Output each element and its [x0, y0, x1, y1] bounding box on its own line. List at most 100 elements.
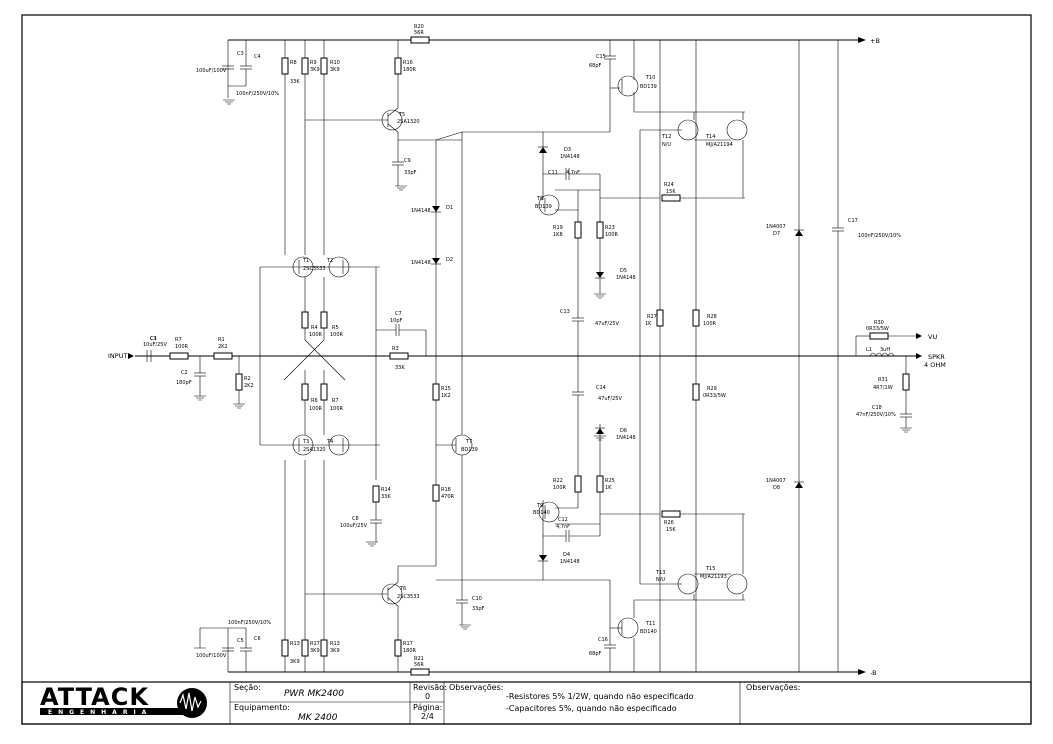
r5-value: 100R [330, 332, 344, 338]
input-section: INPUT C3 C1 10uF/25V R7 100R R1 2K2 C2 1… [108, 336, 254, 404]
r7-name: R7 [332, 398, 339, 404]
r9-value: 3K9 [310, 67, 320, 73]
r20-value: 56R [414, 30, 424, 36]
c2-value: 180pF [176, 380, 192, 386]
c2-name: C2 [181, 370, 188, 376]
output-stage: C15 68pF T10 BD139 T12 N/U T14 MJ/A21194… [589, 40, 748, 672]
r28-name: R27 [647, 314, 657, 320]
t15-name: T15 [705, 566, 715, 572]
pagina-label: Página: [413, 703, 442, 712]
r23-name: R22 [553, 478, 563, 484]
r14-name: R3 [392, 346, 399, 352]
t6-current-source: T6 2SC3533 R17 180R [305, 565, 436, 672]
r4-value: 100R [309, 332, 323, 338]
r17-value: 180R [403, 648, 417, 654]
c10-name: C10 [472, 596, 482, 602]
obs2-label: Observações: [746, 683, 800, 692]
ground-symbols [194, 99, 912, 649]
t11-name: T11 [645, 621, 655, 627]
r29-value: 100R [703, 321, 717, 327]
r15-value: 33K [381, 494, 391, 500]
r28-value: 1K [645, 321, 652, 327]
logo-sub: ENGENHARIA [48, 709, 152, 716]
t8-name: T8 [536, 196, 543, 202]
r3-value: 2K2 [244, 383, 254, 389]
r6-name: R6 [311, 398, 318, 404]
r19-name: R18 [441, 487, 451, 493]
equipamento-value: MK 2400 [298, 713, 338, 723]
r24-value: 100R [605, 232, 619, 238]
vas-stage: 1N4148 D1 1N4148 D2 R15 1K2 R18 470R T7 … [411, 131, 610, 625]
r4-name: R4 [311, 325, 318, 331]
r6-value: 100R [309, 406, 323, 412]
r25-name: R24 [664, 182, 674, 188]
r32-value: 4R7/1W [873, 385, 893, 391]
c17-name: C17 [848, 218, 858, 224]
r2-resistor [213, 352, 233, 360]
r16-value: 180R [403, 67, 417, 73]
r23-value: 100R [553, 485, 567, 491]
r14-value: 33K [395, 365, 405, 371]
d4-part: 1N4148 [560, 559, 580, 565]
revisao-label: Revisão: [413, 683, 447, 692]
r26-value: 1K [605, 485, 612, 491]
t8-part: BD139 [535, 204, 552, 210]
r11-value: 3K9 [290, 659, 300, 665]
r9-name: R9 [310, 60, 317, 66]
t9-name: T9 [536, 503, 543, 509]
t2-name: T2 [326, 258, 333, 264]
c18-name: C18 [872, 405, 882, 411]
secao-value: PWR MK2400 [284, 689, 344, 699]
c1-name: C1 [150, 336, 157, 342]
t1-part: 2SC3533 [303, 266, 326, 272]
r17-name: R17 [403, 641, 413, 647]
r3-resistor [235, 373, 243, 391]
equipamento-label: Equipamento: [234, 703, 290, 712]
d6-name: D6 [620, 428, 627, 434]
r19-value: 470R [441, 494, 455, 500]
r18-name: R15 [441, 386, 451, 392]
r18-value: 1K2 [441, 393, 451, 399]
r11-name: R13 [290, 641, 300, 647]
r27-value: 15K [666, 527, 676, 533]
r10-name: R10 [330, 60, 340, 66]
t13-part: N/U [656, 577, 665, 583]
c1-label: C3 [150, 336, 157, 342]
t7-part: BD139 [461, 447, 478, 453]
t6-part: 2SC3533 [397, 594, 420, 600]
d5-part: 1N4148 [616, 275, 636, 281]
c11-value: 4,7nF [566, 170, 580, 176]
obs-line-1: -Resistores 5% 1/2W, quando não especifi… [506, 692, 694, 701]
t10-name: T10 [645, 75, 655, 81]
c16-value: 68pF [589, 651, 602, 657]
r27-name: R26 [664, 520, 674, 526]
drawing-frame [21, 14, 1032, 725]
r12-name: R17 [310, 641, 320, 647]
r12-value: 3K9 [310, 648, 320, 654]
pagina-value: 2/4 [421, 712, 434, 721]
c3-name: C3 [237, 51, 244, 57]
c6-value: 100nF/250V/10% [228, 620, 271, 626]
c12-name: C12 [558, 517, 568, 523]
revisao-value: 0 [425, 692, 430, 701]
spkr-label: SPKR [928, 353, 945, 361]
company-logo: ATTACK ENGENHARIA [40, 683, 207, 718]
c15-value: 68pF [589, 63, 602, 69]
c17-value: 100nF/250V/10% [858, 233, 901, 239]
d2-part: 1N4148 [411, 260, 431, 266]
d1-part: 1N4148 [411, 208, 431, 214]
c14-value: 47uF/25V [598, 396, 622, 402]
t7-name: T7 [465, 439, 472, 445]
t9-part: BD140 [533, 510, 550, 516]
c12-value: 4,7nF [556, 524, 570, 530]
c13-value: 47uF/25V [595, 321, 619, 327]
r7-value: 100R [330, 406, 344, 412]
t11-part: BD140 [640, 629, 657, 635]
r22-value: 1K8 [553, 232, 563, 238]
c7-name: C7 [395, 311, 402, 317]
obs-label: Observações: [449, 683, 503, 692]
r31-value: 0R33/5W [866, 326, 889, 332]
d1-name: D1 [446, 205, 453, 211]
c11-name: C11 [548, 170, 558, 176]
